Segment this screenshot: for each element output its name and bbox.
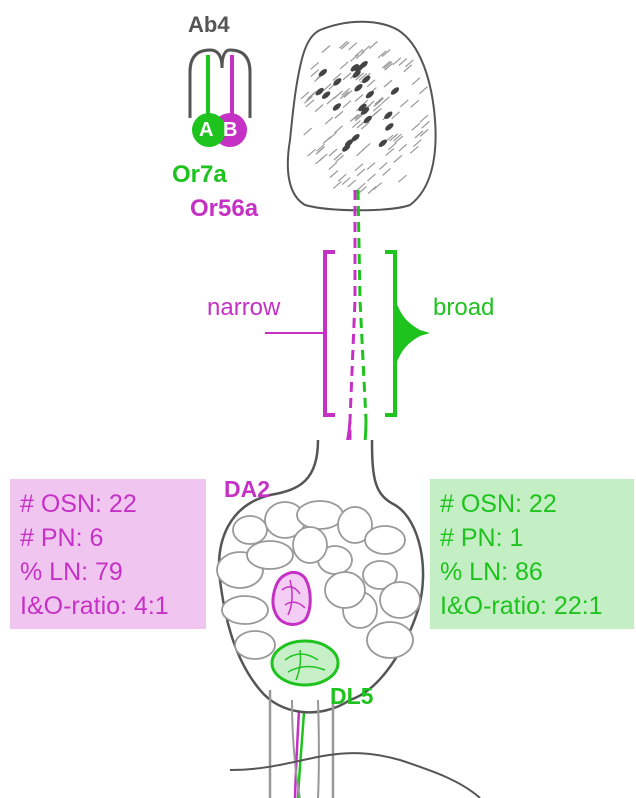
- left-pn-count: # PN: 6: [20, 521, 206, 555]
- neuron-b-label: B: [223, 120, 237, 140]
- receptor-a-label: Or7a: [172, 163, 227, 187]
- antenna: [288, 22, 436, 211]
- da2-glomerulus: [273, 572, 310, 624]
- broad-label: broad: [433, 296, 494, 320]
- right-osn-count: # OSN: 22: [440, 487, 634, 521]
- sensillum-label: Ab4: [188, 14, 230, 36]
- receptor-b-label: Or56a: [190, 197, 258, 221]
- left-osn-count: # OSN: 22: [20, 487, 206, 521]
- neuron-a-label: A: [199, 120, 213, 140]
- dl5-label: DL5: [330, 685, 373, 708]
- right-stats-box: # OSN: 22 # PN: 1 % LN: 86 I&O-ratio: 22…: [430, 479, 634, 629]
- tuning-brackets: [265, 252, 430, 415]
- narrow-label: narrow: [207, 296, 280, 320]
- right-io-ratio: I&O-ratio: 22:1: [440, 589, 634, 623]
- left-io-ratio: I&O-ratio: 4:1: [20, 589, 206, 623]
- dl5-glomerulus: [272, 641, 338, 685]
- da2-label: DA2: [224, 478, 270, 501]
- right-ln-percent: % LN: 86: [440, 555, 634, 589]
- left-stats-box: # OSN: 22 # PN: 6 % LN: 79 I&O-ratio: 4:…: [10, 479, 206, 629]
- right-pn-count: # PN: 1: [440, 521, 634, 555]
- left-ln-percent: % LN: 79: [20, 555, 206, 589]
